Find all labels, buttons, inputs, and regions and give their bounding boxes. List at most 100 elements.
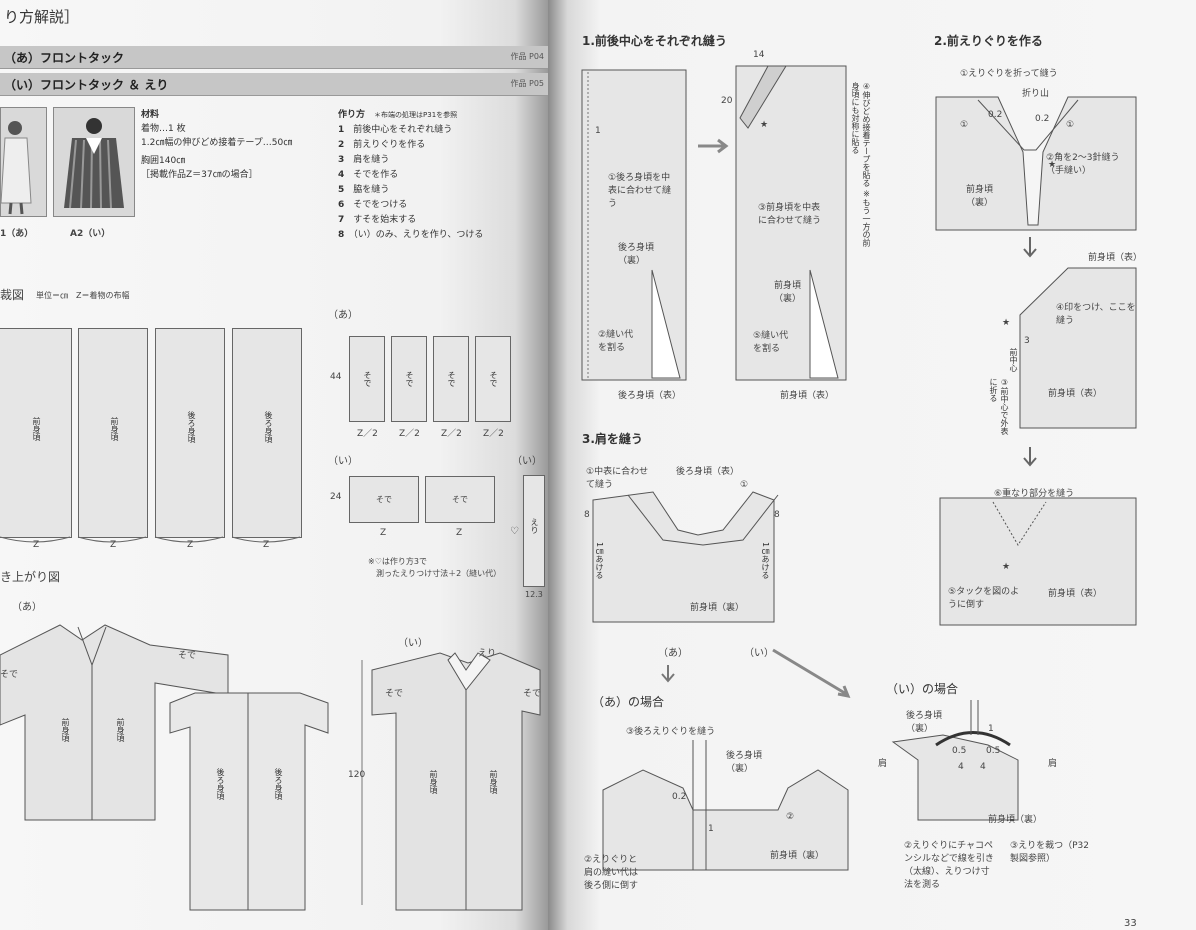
- sleeve-piece-i: そで: [349, 476, 419, 523]
- cutting-units: 単位＝㎝ Z＝着物の布幅: [36, 291, 130, 300]
- front-label: 前身頃: [61, 718, 70, 742]
- dim-label: 0.2: [988, 110, 1003, 120]
- left-page: り方解説］ （あ）フロントタック 作品 P04 （い）フロントタック ＆ えり …: [0, 0, 548, 930]
- dim-label: 1: [708, 824, 714, 834]
- shoulder-label: 肩: [878, 759, 888, 769]
- dim-label: 0.5: [986, 746, 1001, 756]
- list-item: 8 （い）のみ、えりを作り、つける: [338, 230, 484, 240]
- z-label: Z: [33, 540, 40, 550]
- star-icon: ★: [1048, 160, 1057, 170]
- dim-label: 8: [774, 510, 780, 520]
- half-z-label: Z／2: [357, 429, 378, 439]
- back-label: 後ろ身頃: [216, 768, 225, 800]
- list-item: 7 すそを始末する: [338, 215, 417, 225]
- panel-label: 前身頃（裏）: [966, 185, 994, 208]
- collar-piece: えり: [523, 475, 545, 587]
- front-label: 前身頃: [116, 718, 125, 742]
- list-item: 5 脇を縫う: [338, 185, 390, 195]
- sleeve-height-i: 24: [330, 492, 342, 502]
- panel-label: 前身頃（表）: [1088, 253, 1143, 263]
- section-header: り方解説］: [4, 8, 80, 26]
- sleeve-piece: そで: [475, 336, 511, 422]
- panel-label: 後ろ身頃（裏）: [726, 751, 763, 774]
- sleeve-piece-i: そで: [425, 476, 495, 523]
- step-note: 1㎝あける: [761, 542, 770, 580]
- sleeve-piece: そで: [349, 336, 385, 422]
- cut-label-i-collar: （い）: [512, 456, 542, 467]
- cut-panel: 後ろ身頃: [232, 328, 302, 538]
- step-1-title: 1.前後中心をそれぞれ縫う: [582, 34, 727, 48]
- center-label: 前中心: [1009, 348, 1018, 372]
- sleeve-label: そで: [178, 651, 197, 661]
- step-note: ②角を2〜3針縫う（手縫い）: [1046, 153, 1120, 176]
- finished-label-a: （あ）: [12, 602, 42, 613]
- step-note: ①えりぐりを折って縫う: [960, 69, 1058, 79]
- dim-label: 0.2: [672, 792, 687, 802]
- materials-title: 材料: [141, 110, 160, 120]
- half-z-label: Z／2: [441, 429, 462, 439]
- step-note: ⑤縫い代を割る: [753, 331, 789, 354]
- dim-label: 0.5: [952, 746, 967, 756]
- dim-label: 1: [595, 126, 601, 136]
- sleeve-label: そで: [385, 689, 404, 699]
- sleeve-piece: そで: [433, 336, 469, 422]
- list-item: 3 肩を縫う: [338, 155, 390, 165]
- shoulder-label: 肩: [1048, 759, 1058, 769]
- z-label: Z: [187, 540, 194, 550]
- panel-label: 後ろ身頃（表）: [618, 391, 682, 401]
- front-label: 前身頃: [429, 770, 438, 794]
- page-number: 33: [1124, 918, 1137, 929]
- z-label: Z: [263, 540, 270, 550]
- dim-label: ①: [960, 120, 969, 130]
- dim-label: ①: [1066, 120, 1075, 130]
- cutting-title: 裁図: [0, 288, 25, 302]
- sleeve-label: そで: [523, 689, 542, 699]
- step-note: 1㎝あける: [595, 542, 604, 580]
- cut-note: ※♡は作り方3で: [368, 557, 427, 566]
- step-note: 折り山: [1022, 89, 1050, 99]
- star-icon: ★: [760, 120, 769, 130]
- half-z-label: Z／2: [483, 429, 504, 439]
- cut-note: 測ったえりつけ寸法＋2（縫い代）: [376, 569, 502, 578]
- front-label: 前身頃: [489, 770, 498, 794]
- materials-line: 1.2㎝幅の伸びどめ接着テープ…50㎝: [141, 138, 293, 148]
- step-note: ③前身頃を中表に合わせて縫う: [758, 203, 822, 226]
- step-note: ④印をつけ、ここを縫う: [1056, 303, 1136, 326]
- dim-label: 4: [958, 762, 964, 772]
- sleeve-piece: そで: [391, 336, 427, 422]
- dim-label: 4: [980, 762, 986, 772]
- half-z-label: Z／2: [399, 429, 420, 439]
- item-title-a: （あ）フロントタック: [4, 51, 125, 65]
- model-figure-icon: [64, 118, 124, 209]
- step-note: ③えりを裁つ（P32製図参照）: [1010, 841, 1089, 864]
- finished-label-i: （い）: [398, 638, 428, 649]
- branch-label-a: （あ）: [658, 648, 688, 659]
- list-item: 4 そでを作る: [338, 170, 399, 180]
- panel-label: 前身頃（表）: [1048, 389, 1103, 399]
- sleeve-label: そで: [0, 670, 19, 680]
- step-note: ③後ろえりぐりを縫う: [626, 727, 716, 737]
- z-dimension-marks: [0, 536, 301, 543]
- step-note: ③前中心で外表に折る: [989, 378, 1009, 435]
- finished-garment-drawing: [0, 624, 541, 911]
- materials-line: ［掲載作品Z＝37㎝の場合］: [141, 170, 258, 180]
- panel-label: 前身頃（裏）: [690, 603, 745, 613]
- right-page: 1.前後中心をそれぞれ縫う 14 20 1 ①後ろ身頃を中表に合わせて縫う 後ろ…: [548, 0, 1196, 930]
- model-figure-icon: [1, 121, 32, 215]
- materials-line: 着物…1 枚: [141, 124, 186, 134]
- case-i-title: （い）の場合: [886, 682, 959, 696]
- cut-panel: 後ろ身頃: [155, 328, 225, 538]
- list-item: 2 前えりぐりを作る: [338, 140, 426, 150]
- item-bar-a: （あ）フロントタック 作品 P04: [0, 46, 548, 69]
- dim-label: 1: [988, 724, 994, 734]
- back-label: 後ろ身頃: [274, 768, 283, 800]
- item-ref-i: 作品 P05: [510, 79, 544, 88]
- dim-label: 20: [721, 96, 733, 106]
- length-label: 120: [348, 770, 366, 780]
- cut-panel: 前身頃: [78, 328, 148, 538]
- heart-icon: ♡: [510, 526, 519, 537]
- item-bar-i: （い）フロントタック ＆ えり 作品 P05: [0, 73, 548, 96]
- instruction-drawing: [581, 65, 1137, 871]
- dim-label: 0.2: [1035, 114, 1050, 124]
